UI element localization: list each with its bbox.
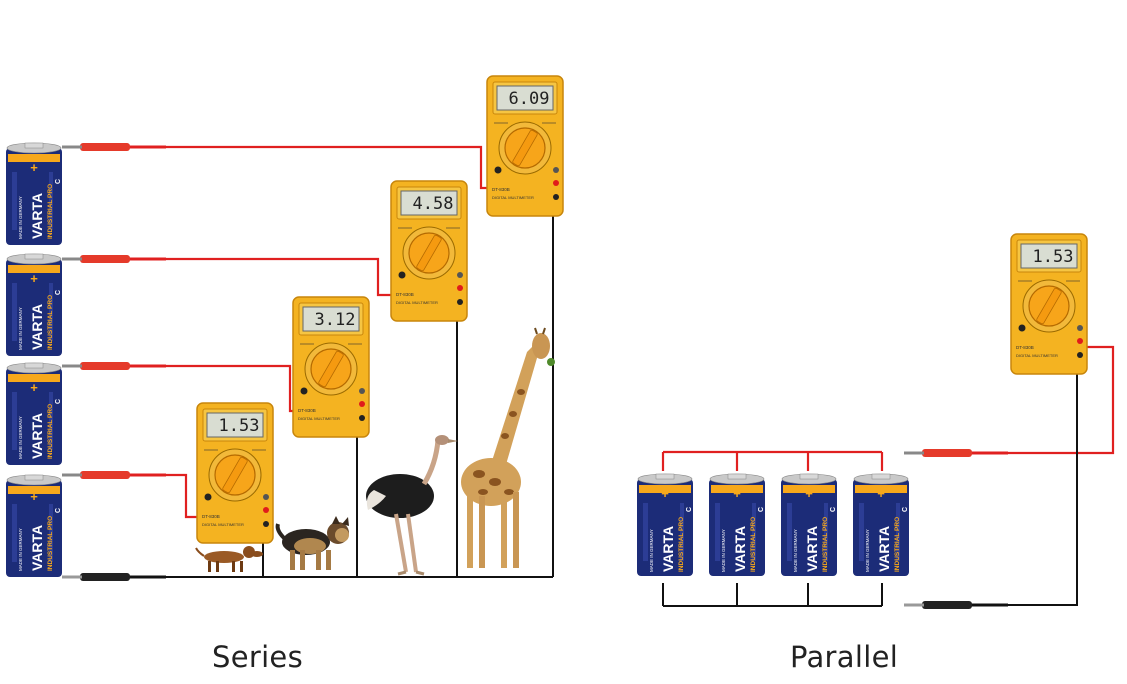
parallel-battery-4: + VARTA INDUSTRIAL PRO MADE IN GERMANY C [852,473,910,577]
black-probe [62,573,166,581]
meter-model-label: DT-830B [298,408,316,413]
battery-line-label: INDUSTRIAL PRO [678,517,685,572]
red-probe [62,362,166,370]
battery-brand-label: VARTA [29,304,45,350]
battery-origin-label: MADE IN GERMANY [18,528,23,571]
series-caption: Series [212,640,303,674]
battery-brand-label: VARTA [29,525,45,571]
red-probe [62,471,166,479]
battery-4: + VARTA INDUSTRIAL PRO MADE IN GERMANY C [5,474,63,578]
parallel-caption: Parallel [790,640,899,674]
red-probe [62,255,166,263]
battery-size-label: C [55,290,62,295]
battery-size-label: C [758,507,765,512]
battery-plus-label: + [30,380,38,395]
parallel-red-probe [904,449,1008,457]
series-battery-stack: + VARTA INDUSTRIAL PRO MADE IN GERMANY C… [5,142,63,578]
parallel-battery-1: + VARTA INDUSTRIAL PRO MADE IN GERMANY C [636,473,694,577]
series-meter-3: 4.58 DT-830B DIGITAL MULTIMETER [390,180,468,322]
battery-size-label: C [902,507,909,512]
battery-plus-label: + [30,271,38,286]
series-meter-1: 1.53 DT-830B DIGITAL MULTIMETER [196,402,274,544]
battery-origin-label: MADE IN GERMANY [18,307,23,350]
meter-model-label: DT-830B [1016,345,1034,350]
battery-line-label: INDUSTRIAL PRO [47,516,54,571]
series-black-wires [160,215,554,578]
battery-origin-label: MADE IN GERMANY [865,529,870,572]
battery-plus-label: + [30,160,38,175]
giraffe-illustration [461,327,555,568]
battery-plus-label: + [805,486,813,501]
battery-origin-label: MADE IN GERMANY [18,416,23,459]
battery-origin-label: MADE IN GERMANY [649,529,654,572]
battery-line-label: INDUSTRIAL PRO [47,184,54,239]
battery-line-label: INDUSTRIAL PRO [47,295,54,350]
meter-model-label: DT-830B [396,292,414,297]
series-probes [62,143,166,581]
ostrich-illustration [366,435,458,576]
meter-subtitle-label: DIGITAL MULTIMETER [202,522,244,527]
parallel-battery-2: + VARTA INDUSTRIAL PRO MADE IN GERMANY C [708,473,766,577]
battery-2: + VARTA INDUSTRIAL PRO MADE IN GERMANY C [5,253,63,357]
battery-brand-label: VARTA [29,193,45,239]
meter-subtitle-label: DIGITAL MULTIMETER [1016,353,1058,358]
parallel-black-probe [904,601,1008,609]
battery-size-label: C [55,179,62,184]
meter-subtitle-label: DIGITAL MULTIMETER [396,300,438,305]
battery-size-label: C [55,399,62,404]
parallel-battery-row: + VARTA INDUSTRIAL PRO MADE IN GERMANY C… [636,473,910,577]
meter-subtitle-label: DIGITAL MULTIMETER [298,416,340,421]
meter-reading: 3.12 [315,310,356,330]
terrier-illustration [275,516,349,570]
battery-size-label: C [686,507,693,512]
parallel-black-wires [662,372,1078,607]
battery-origin-label: MADE IN GERMANY [18,196,23,239]
battery-brand-label: VARTA [804,526,820,572]
battery-line-label: INDUSTRIAL PRO [47,404,54,459]
battery-brand-label: VARTA [732,526,748,572]
battery-plus-label: + [733,486,741,501]
battery-brand-label: VARTA [29,413,45,459]
battery-origin-label: MADE IN GERMANY [793,529,798,572]
battery-plus-label: + [661,486,669,501]
meter-model-label: DT-830B [202,514,220,519]
parallel-meter: 1.53 DT-830B DIGITAL MULTIMETER [1010,233,1088,375]
battery-plus-label: + [30,489,38,504]
battery-brand-label: VARTA [876,526,892,572]
battery-origin-label: MADE IN GERMANY [721,529,726,572]
battery-line-label: INDUSTRIAL PRO [894,517,901,572]
battery-brand-label: VARTA [660,526,676,572]
battery-1: + VARTA INDUSTRIAL PRO MADE IN GERMANY C [5,142,63,246]
meter-model-label: DT-830B [492,187,510,192]
meter-reading: 1.53 [219,416,260,436]
battery-size-label: C [830,507,837,512]
battery-plus-label: + [877,486,885,501]
meter-reading: 6.09 [509,89,550,109]
battery-3: + VARTA INDUSTRIAL PRO MADE IN GERMANY C [5,362,63,466]
dachshund-illustration [195,546,263,572]
meter-reading: 4.58 [413,194,454,214]
parallel-battery-3: + VARTA INDUSTRIAL PRO MADE IN GERMANY C [780,473,838,577]
series-meter-4: 6.09 DT-830B DIGITAL MULTIMETER [486,75,564,217]
red-probe [62,143,166,151]
meter-reading: 1.53 [1033,247,1074,267]
parallel-red-wires [661,345,1115,471]
series-meter-2: 3.12 DT-830B DIGITAL MULTIMETER [292,296,370,438]
meter-subtitle-label: DIGITAL MULTIMETER [492,195,534,200]
battery-line-label: INDUSTRIAL PRO [750,517,757,572]
battery-size-label: C [55,508,62,513]
battery-line-label: INDUSTRIAL PRO [822,517,829,572]
